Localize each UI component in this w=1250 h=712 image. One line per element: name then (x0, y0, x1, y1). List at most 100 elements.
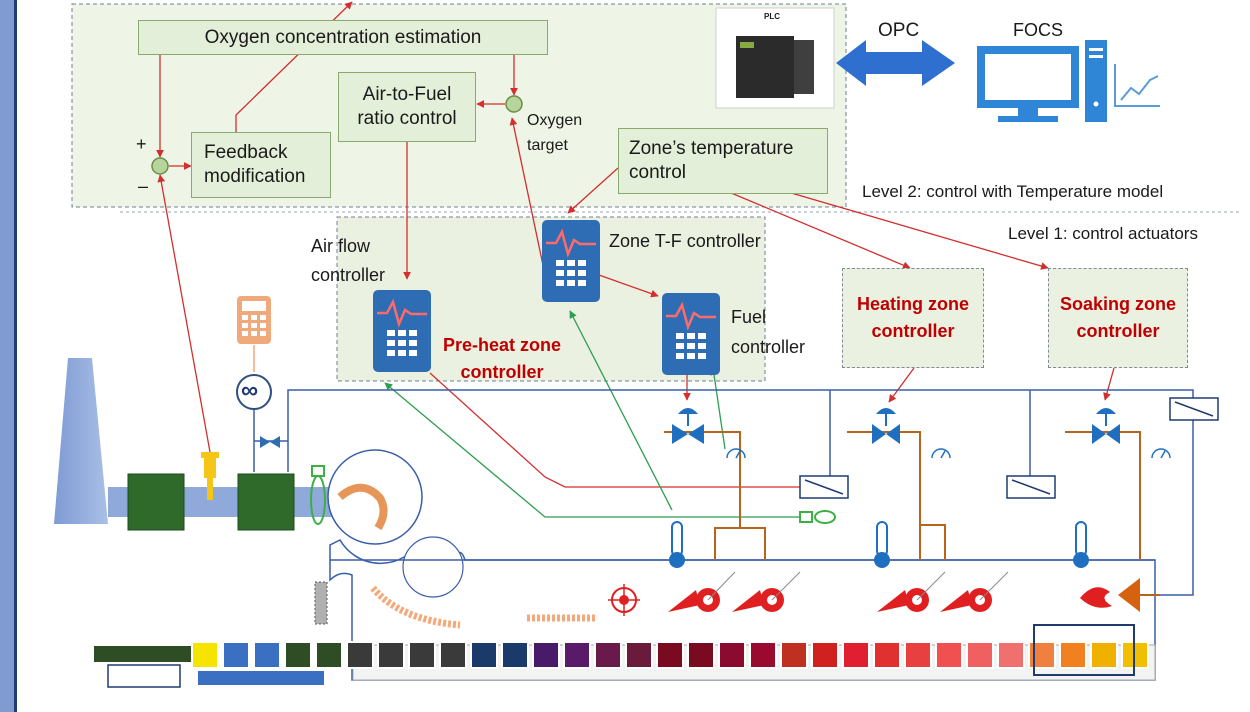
slab (811, 641, 839, 669)
furnace-circle (402, 536, 464, 598)
damper-icon (799, 475, 849, 499)
burner-icon (732, 588, 784, 612)
red-signal-lines (156, 1, 1115, 491)
burner-links (707, 571, 1009, 601)
slab (284, 641, 312, 669)
oxygen-summing-junction (505, 95, 523, 113)
pressure-gauge-icon (1151, 448, 1171, 459)
controller-icon (373, 290, 431, 372)
slab (780, 641, 808, 669)
left-border (0, 0, 14, 712)
thermometer-icon (874, 521, 890, 568)
thermometer-icon (1073, 521, 1089, 568)
oxygen-target-line1: Oxygen (527, 112, 583, 129)
chart-trend-icon (1114, 64, 1160, 107)
level1-label: Level 1: control actuators (1008, 224, 1198, 243)
oxygen-target-label: Oxygen target (527, 108, 582, 158)
flow-sensor-icon (814, 510, 836, 524)
soaking-line1: Soaking zone (1059, 294, 1176, 314)
slab (966, 641, 994, 669)
slab (439, 641, 467, 669)
slab (532, 641, 560, 669)
slab (625, 641, 653, 669)
heating-line1: Heating zone (856, 294, 969, 314)
controller-icon (662, 293, 720, 375)
burner-icon (940, 588, 992, 612)
zone-temp-line2: control (629, 162, 687, 183)
fuel-line1: Fuel (731, 307, 767, 327)
plc-module (794, 40, 814, 94)
pressure-gauge-icon (931, 448, 951, 459)
slab (718, 641, 746, 669)
entry-platform (107, 664, 181, 688)
opc-arrow (836, 40, 955, 86)
gas-flow-curve (370, 585, 461, 629)
burner-icon (668, 588, 720, 612)
oxygen-estimation-box: Oxygen concentration estimation (138, 20, 548, 55)
slab (191, 641, 219, 669)
feedback-line2: modification (204, 166, 306, 187)
oxygen-target-line2: target (527, 137, 568, 154)
slab (904, 641, 932, 669)
fuel-controller-label: Fuel controller (731, 302, 805, 362)
computer-icon (977, 40, 1107, 122)
valve-icon (260, 436, 280, 448)
damper-icon (1169, 397, 1219, 421)
heat-exchanger-2 (237, 473, 295, 531)
preheat-line2: controller (460, 362, 544, 382)
slab (1059, 641, 1087, 669)
slab (408, 641, 436, 669)
slab (687, 641, 715, 669)
air-flow-line2: controller (311, 265, 386, 285)
burner-icon (1080, 578, 1160, 612)
plc-led (740, 42, 754, 48)
zone-temp-line1: Zone’s temperature (629, 138, 794, 160)
soaking-zone-box: Soaking zone controller (1048, 268, 1188, 368)
level2-label: Level 2: control with Temperature model (862, 182, 1164, 201)
burner-icon (877, 588, 929, 612)
furnace-door (314, 581, 328, 625)
fuel-line2: controller (731, 337, 806, 357)
roller-table (198, 671, 324, 685)
heating-line2: controller (871, 321, 955, 341)
duct-lines (253, 389, 1194, 596)
preheat-zone-label: Pre-heat zone controller (443, 332, 561, 386)
focs-label: FOCS (1013, 20, 1064, 40)
slab (563, 641, 591, 669)
slab (1090, 641, 1118, 669)
slab (377, 641, 405, 669)
slab (873, 641, 901, 669)
plus-sign: + (136, 134, 147, 154)
air-fuel-line1: Air-to-Fuel (362, 84, 452, 106)
slab (842, 641, 870, 669)
slab (470, 641, 498, 669)
entry-table (94, 646, 192, 662)
slab (222, 641, 250, 669)
flow-sensor-box (799, 511, 813, 523)
soaking-line2: controller (1076, 321, 1160, 341)
left-border-line (14, 0, 17, 712)
green-signal-lines (384, 310, 800, 518)
thermometer-icon (669, 521, 685, 568)
heat-exchanger-1 (127, 473, 185, 531)
opc-label: OPC (878, 20, 920, 41)
calculator-icon (237, 296, 271, 344)
preheat-line1: Pre-heat zone (443, 335, 562, 355)
slab (594, 641, 622, 669)
damper-icon (1006, 475, 1056, 499)
recuperator-flow (337, 483, 388, 531)
slab (749, 641, 777, 669)
slab (315, 641, 343, 669)
zone-tf-label: Zone T-F controller (609, 231, 761, 251)
burner-icon (608, 584, 640, 616)
slab (656, 641, 684, 669)
flow-sensor-box (311, 465, 325, 477)
controller-icon (542, 220, 600, 302)
slab (253, 641, 281, 669)
valve-icon (872, 408, 900, 444)
feedback-line1: Feedback (204, 142, 288, 164)
